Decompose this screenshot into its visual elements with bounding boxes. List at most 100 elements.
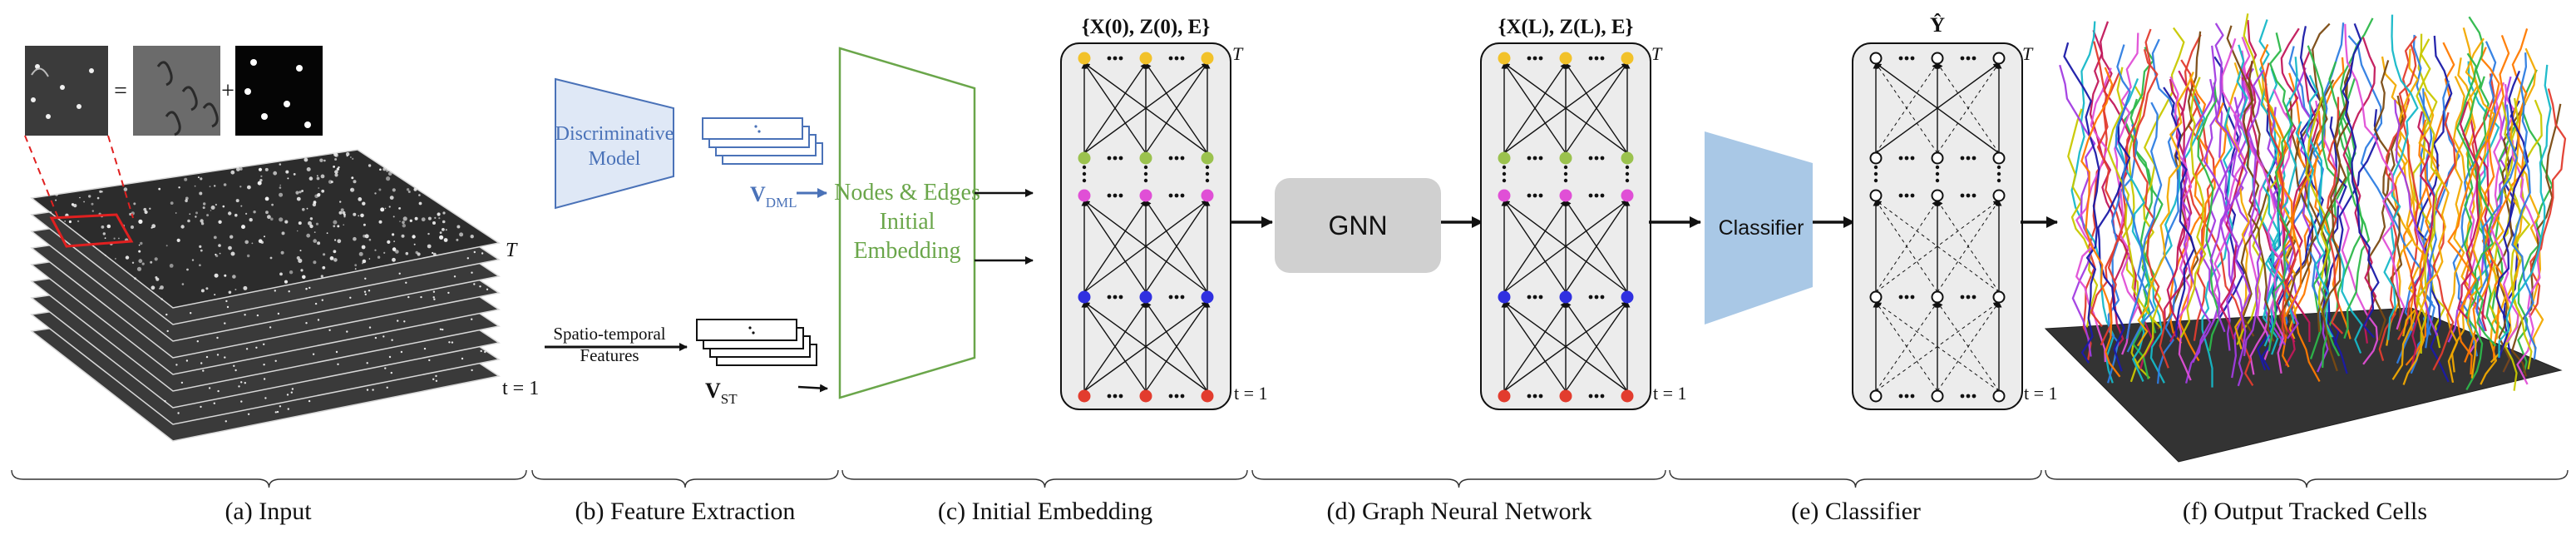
graph-ellipsis bbox=[1082, 178, 1087, 183]
cell-dot bbox=[175, 212, 177, 214]
cell-dot bbox=[334, 239, 337, 241]
cell-dot bbox=[334, 170, 338, 174]
cell-dot bbox=[473, 283, 476, 285]
graph-node bbox=[1559, 151, 1572, 165]
graph-ellipsis bbox=[1971, 394, 1976, 399]
cell-track bbox=[2511, 52, 2537, 360]
cell-track bbox=[2197, 82, 2220, 352]
graph-edge bbox=[1083, 62, 1208, 154]
cell-dot bbox=[223, 183, 227, 186]
cell-dot bbox=[279, 405, 282, 408]
cell-dot bbox=[73, 204, 77, 208]
graph-ellipsis bbox=[1563, 165, 1568, 170]
graph-edge bbox=[1875, 301, 2000, 392]
section-brace bbox=[1669, 469, 2042, 488]
graph-ellipsis bbox=[1168, 193, 1173, 198]
cell-dot bbox=[276, 410, 279, 414]
cell-dot bbox=[405, 251, 409, 255]
cell-dot bbox=[313, 201, 317, 205]
cell-dot bbox=[407, 295, 410, 299]
graph-node bbox=[1931, 52, 1944, 65]
v-st-label: VST bbox=[705, 379, 738, 407]
graph3-t-bottom: t = 1 bbox=[2024, 383, 2058, 404]
graph-ellipsis bbox=[1082, 171, 1087, 176]
cell-dot bbox=[55, 199, 57, 201]
graph-ellipsis bbox=[1910, 56, 1915, 61]
cell-dot bbox=[199, 191, 203, 196]
graph-node bbox=[1078, 290, 1091, 304]
cell-dot bbox=[296, 230, 299, 232]
cell-dot bbox=[247, 254, 250, 258]
graph-node bbox=[1869, 290, 1883, 304]
graph-ellipsis bbox=[1904, 394, 1909, 399]
cell-dot bbox=[456, 225, 461, 229]
cell-dot bbox=[279, 217, 284, 222]
crop-dot bbox=[304, 121, 311, 128]
cell-dot bbox=[214, 185, 216, 187]
cell-dot bbox=[96, 196, 100, 200]
cell-dot bbox=[181, 283, 185, 285]
input-t-bottom: t = 1 bbox=[502, 378, 539, 399]
graph-ellipsis bbox=[1600, 156, 1605, 161]
output-cell-tracks bbox=[2059, 13, 2567, 391]
graph-ellipsis bbox=[1174, 295, 1179, 300]
cell-track bbox=[2288, 79, 2335, 324]
cell-dot bbox=[321, 299, 323, 301]
cell-dot bbox=[279, 186, 282, 189]
graph-edge bbox=[1503, 200, 1628, 293]
graph-ellipsis bbox=[1118, 394, 1123, 399]
graph1-title: {X(0), Z(0), E} bbox=[1082, 16, 1211, 38]
graph-ellipsis bbox=[1205, 178, 1210, 183]
cell-dot bbox=[306, 207, 308, 210]
dml-label-line1: Discriminative bbox=[555, 123, 674, 145]
cell-dot bbox=[125, 255, 130, 260]
cell-dot bbox=[200, 289, 205, 293]
graph-node bbox=[1992, 389, 2006, 403]
cell-dot bbox=[479, 285, 481, 288]
cell-track bbox=[2151, 38, 2179, 384]
graph-ellipsis bbox=[1113, 295, 1118, 300]
cell-dot bbox=[229, 235, 234, 239]
graph-edge bbox=[1145, 200, 1208, 293]
graph-edge bbox=[1083, 62, 1147, 154]
cell-track bbox=[2470, 118, 2494, 332]
graph-ellipsis bbox=[1588, 193, 1593, 198]
graph-ellipsis bbox=[1168, 394, 1173, 399]
cell-track bbox=[2263, 62, 2297, 339]
cell-dot bbox=[224, 356, 226, 359]
cell-dot bbox=[353, 180, 357, 184]
cell-dot bbox=[309, 224, 313, 229]
cell-dot bbox=[154, 257, 158, 261]
cell-dot bbox=[386, 169, 389, 172]
section-brace bbox=[11, 469, 527, 488]
cell-dot bbox=[437, 212, 441, 216]
cell-track bbox=[2410, 80, 2460, 374]
cell-dot bbox=[208, 387, 211, 389]
cell-dot bbox=[274, 290, 276, 292]
cell-dot bbox=[115, 258, 116, 260]
cell-dot bbox=[257, 181, 262, 186]
graph-ellipsis bbox=[1502, 171, 1507, 176]
graph-node bbox=[1078, 52, 1091, 65]
cell-dot bbox=[388, 206, 391, 208]
graph-ellipsis bbox=[1107, 56, 1112, 61]
cell-dot bbox=[378, 220, 382, 224]
graph-edge bbox=[1083, 200, 1147, 293]
cell-dot bbox=[390, 371, 392, 374]
section-label-classifier: (e) Classifier bbox=[1791, 498, 1921, 525]
section-brace bbox=[841, 469, 1248, 488]
cell-dot bbox=[214, 273, 219, 278]
graph-edge bbox=[1875, 200, 1938, 293]
cell-dot bbox=[277, 312, 280, 315]
cell-dot bbox=[382, 335, 385, 338]
graph-edge bbox=[1875, 62, 2000, 154]
cell-dot bbox=[129, 212, 132, 216]
cell-dot bbox=[361, 245, 366, 250]
cell-dot bbox=[264, 235, 265, 238]
stack-frame bbox=[30, 149, 501, 309]
graph-ellipsis bbox=[1538, 156, 1543, 161]
cell-track bbox=[2498, 64, 2552, 358]
graph-edge bbox=[1503, 200, 1567, 293]
crop-raw-image bbox=[25, 46, 108, 136]
